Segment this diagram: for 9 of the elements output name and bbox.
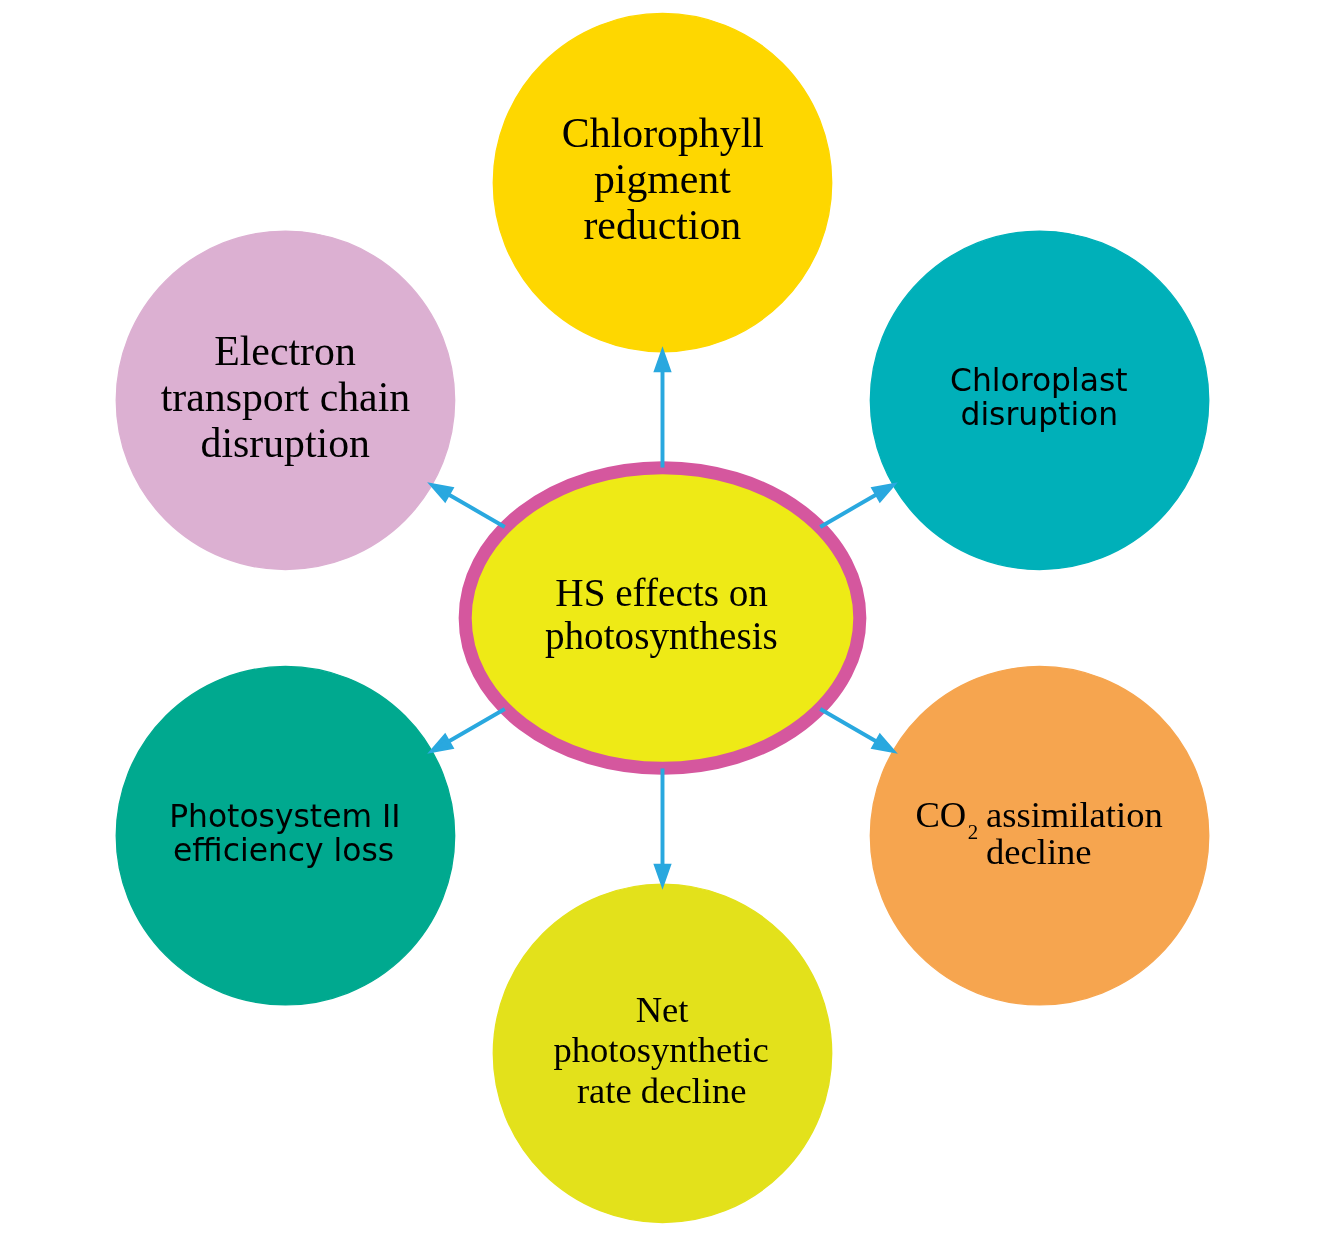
arrow: [653, 768, 672, 890]
arrow: [427, 707, 506, 754]
arrow: [427, 482, 506, 529]
arrow: [819, 482, 898, 529]
arrow: [819, 707, 898, 754]
node-circle: Chlorophyll pigment reduction: [492, 12, 833, 353]
node-circle: Net photosynthetic rate decline: [492, 883, 833, 1224]
node-ellipse: HS effects on photosynthesis: [458, 461, 867, 775]
arrow: [653, 346, 672, 468]
